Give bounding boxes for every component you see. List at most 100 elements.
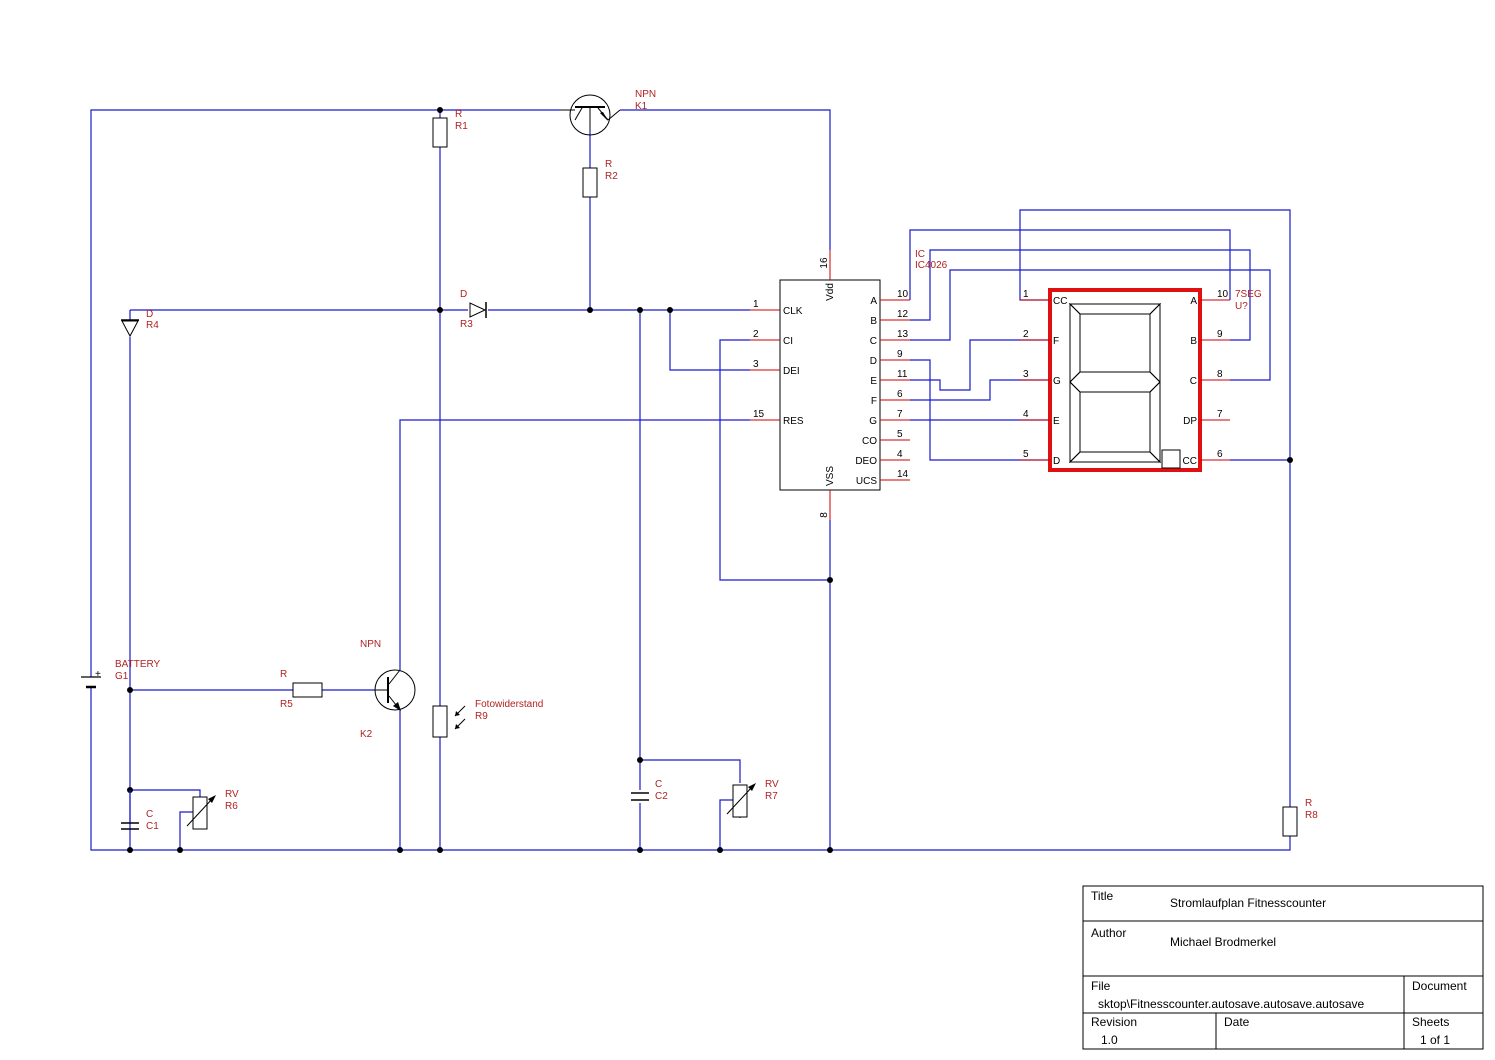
ic-pin-c[interactable]: 13C (870, 329, 910, 347)
seg-pin-name: G (1053, 376, 1061, 387)
ic-pin-number: 15 (753, 409, 765, 420)
author-label: Author (1091, 926, 1126, 940)
ic-pin-name: CO (862, 436, 877, 447)
date-label: Date (1224, 1015, 1250, 1029)
ic-pin-number: 11 (897, 369, 908, 380)
document-label: Document (1412, 979, 1467, 993)
r9-type-label: Fotowiderstand (475, 699, 543, 710)
potentiometer-r6[interactable]: RV R6 (186, 789, 239, 830)
transistor-k2[interactable]: NPN K2 (360, 639, 416, 740)
k2-type-label: NPN (360, 639, 381, 650)
seg-pin-name: CC (1183, 456, 1197, 467)
c1-type-label: C (146, 809, 153, 820)
seg-pin-number: 4 (1023, 409, 1029, 420)
title-block: Title Stromlaufplan Fitnesscounter Autho… (1082, 885, 1484, 1050)
ic-pin-number: 5 (897, 429, 903, 440)
c1-ref-label: C1 (146, 821, 159, 832)
resistor-r5[interactable]: R R5 (280, 669, 323, 710)
seg-pin-left-g[interactable]: 3G (1020, 369, 1061, 387)
r1-type-label: R (455, 109, 462, 120)
ic-pin-name: G (869, 416, 877, 427)
ic-4026[interactable]: IC IC4026 16 Vdd 8 VSS 1CLK2CI3DEI15RES … (750, 249, 948, 520)
seg-pin-right-dp[interactable]: 7DP (1183, 409, 1230, 427)
revision-label: Revision (1091, 1015, 1137, 1029)
ic-pin-b[interactable]: 12B (870, 309, 910, 327)
ic-pin-name: RES (783, 416, 804, 427)
r4-type-label: D (146, 309, 153, 320)
k1-ref-label: K1 (635, 101, 648, 112)
resistor-r8[interactable]: R R8 (1282, 798, 1318, 837)
seg-pin-right-b[interactable]: 9B (1190, 329, 1230, 347)
r7-ref-label: R7 (765, 791, 778, 802)
ic-pin-ci[interactable]: 2CI (750, 329, 793, 347)
ic-pin-number: 4 (897, 449, 903, 460)
ic-pin-number: 14 (897, 469, 909, 480)
ic-pin-co[interactable]: 5CO (862, 429, 910, 447)
seg-pin-right-a[interactable]: 10A (1190, 289, 1230, 307)
r5-ref-label: R5 (280, 699, 293, 710)
seg-pin-number: 8 (1217, 369, 1223, 380)
g1-type-label: BATTERY (115, 659, 161, 670)
battery-plus-sign: + (95, 669, 101, 680)
seg-ref-label: U? (1235, 301, 1248, 312)
junction-dots (127, 107, 1293, 853)
r8-ref-label: R8 (1305, 810, 1318, 821)
resistor-r1[interactable]: R R1 (432, 109, 468, 148)
ic-pin-g[interactable]: 7G (869, 409, 910, 427)
r4-ref-label: R4 (146, 320, 159, 331)
ic-pin-a[interactable]: 10A (870, 289, 910, 307)
resistor-r2[interactable]: R R2 (582, 159, 618, 198)
wires (90, 109, 1291, 851)
seg-pin-name: C (1190, 376, 1197, 387)
seg-pin-name: E (1053, 416, 1060, 427)
battery-g1[interactable]: + BATTERY G1 (81, 659, 161, 689)
transistor-k1[interactable]: NPN K1 (560, 89, 656, 136)
seg-pin-right-c[interactable]: 8C (1190, 369, 1230, 387)
c2-ref-label: C2 (655, 791, 668, 802)
seg-pin-number: 7 (1217, 409, 1223, 420)
ic-pin-d[interactable]: 9D (870, 349, 910, 367)
seg-pin-right-cc[interactable]: 6CC (1183, 449, 1230, 467)
seg-pin-left-d[interactable]: 5D (1020, 449, 1060, 467)
seg-pin-name: DP (1183, 416, 1197, 427)
potentiometer-r7[interactable]: RV R7 (726, 779, 779, 818)
ic-pin-f[interactable]: 6F (871, 389, 910, 407)
diode-r4[interactable]: D R4 (121, 309, 159, 338)
ic-pin-name: C (870, 336, 877, 347)
file-label: File (1091, 979, 1111, 993)
file-value: sktop\Fitnesscounter.autosave.autosave.a… (1098, 997, 1364, 1011)
r8-type-label: R (1305, 798, 1312, 809)
r2-type-label: R (605, 159, 612, 170)
seg-pin-name: B (1190, 336, 1197, 347)
ic-pin-number: 13 (897, 329, 909, 340)
seg-pin-left-e[interactable]: 4E (1020, 409, 1060, 427)
ic-pin-vss-name: VSS (825, 466, 836, 486)
c2-type-label: C (655, 779, 662, 790)
capacitor-c2[interactable]: C C2 (631, 779, 668, 802)
r6-type-label: RV (225, 789, 239, 800)
seg-pin-left-cc[interactable]: 1CC (1020, 289, 1067, 307)
ic-pin-number: 12 (897, 309, 909, 320)
ic-pin-e[interactable]: 11E (870, 369, 910, 387)
seg-pin-number: 5 (1023, 449, 1029, 460)
seg-pin-number: 10 (1217, 289, 1229, 300)
capacitor-c1[interactable]: C C1 (121, 790, 159, 832)
diode-r3[interactable]: D R3 (460, 289, 487, 330)
photoresistor-r9[interactable]: Fotowiderstand R9 (432, 699, 543, 738)
seg-pin-left-f[interactable]: 2F (1020, 329, 1059, 347)
r7-type-label: RV (765, 779, 779, 790)
seven-seg-figure (1068, 302, 1181, 469)
seg-type-label: 7SEG (1235, 289, 1262, 300)
seg-pin-number: 3 (1023, 369, 1029, 380)
seg-pin-name: D (1053, 456, 1060, 467)
title-label: Title (1091, 889, 1114, 903)
